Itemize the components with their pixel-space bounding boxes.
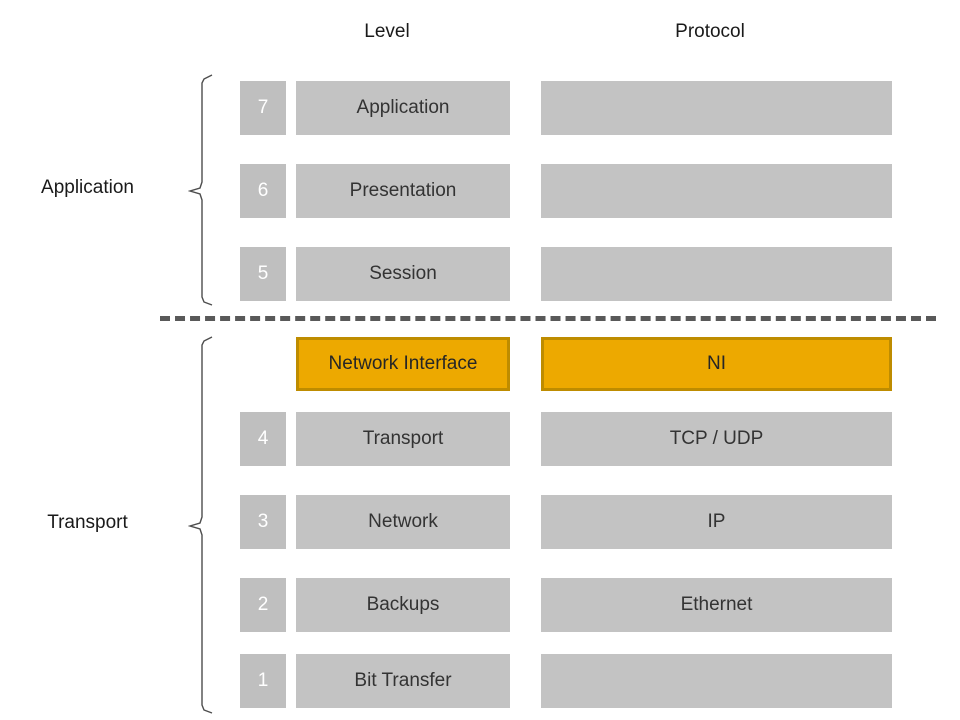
protocol-cell[interactable]: Ethernet: [541, 578, 892, 632]
column-header-protocol: Protocol: [675, 21, 745, 42]
level-number-badge: 7: [240, 81, 286, 135]
level-cell[interactable]: Network Interface: [296, 337, 510, 391]
level-cell[interactable]: Backups: [296, 578, 510, 632]
level-cell[interactable]: Network: [296, 495, 510, 549]
protocol-cell[interactable]: TCP / UDP: [541, 412, 892, 466]
group-label-transport: Transport: [47, 512, 128, 533]
protocol-cell[interactable]: IP: [541, 495, 892, 549]
column-header-level: Level: [364, 21, 410, 42]
protocol-cell[interactable]: [541, 81, 892, 135]
level-cell[interactable]: Presentation: [296, 164, 510, 218]
table-row: Network Interface NI: [0, 337, 960, 391]
level-number-badge: 6: [240, 164, 286, 218]
level-cell[interactable]: Session: [296, 247, 510, 301]
level-number-badge: 5: [240, 247, 286, 301]
level-number-badge: 1: [240, 654, 286, 708]
layer-divider: [160, 316, 936, 321]
protocol-cell[interactable]: NI: [541, 337, 892, 391]
level-cell[interactable]: Bit Transfer: [296, 654, 510, 708]
level-number-badge: 3: [240, 495, 286, 549]
protocol-cell[interactable]: [541, 164, 892, 218]
brace-transport: [188, 336, 214, 714]
level-number-badge: 4: [240, 412, 286, 466]
protocol-cell[interactable]: [541, 654, 892, 708]
level-number-badge: 2: [240, 578, 286, 632]
level-cell[interactable]: Application: [296, 81, 510, 135]
protocol-cell[interactable]: [541, 247, 892, 301]
brace-application: [188, 74, 214, 306]
group-label-application: Application: [41, 177, 134, 198]
level-cell[interactable]: Transport: [296, 412, 510, 466]
